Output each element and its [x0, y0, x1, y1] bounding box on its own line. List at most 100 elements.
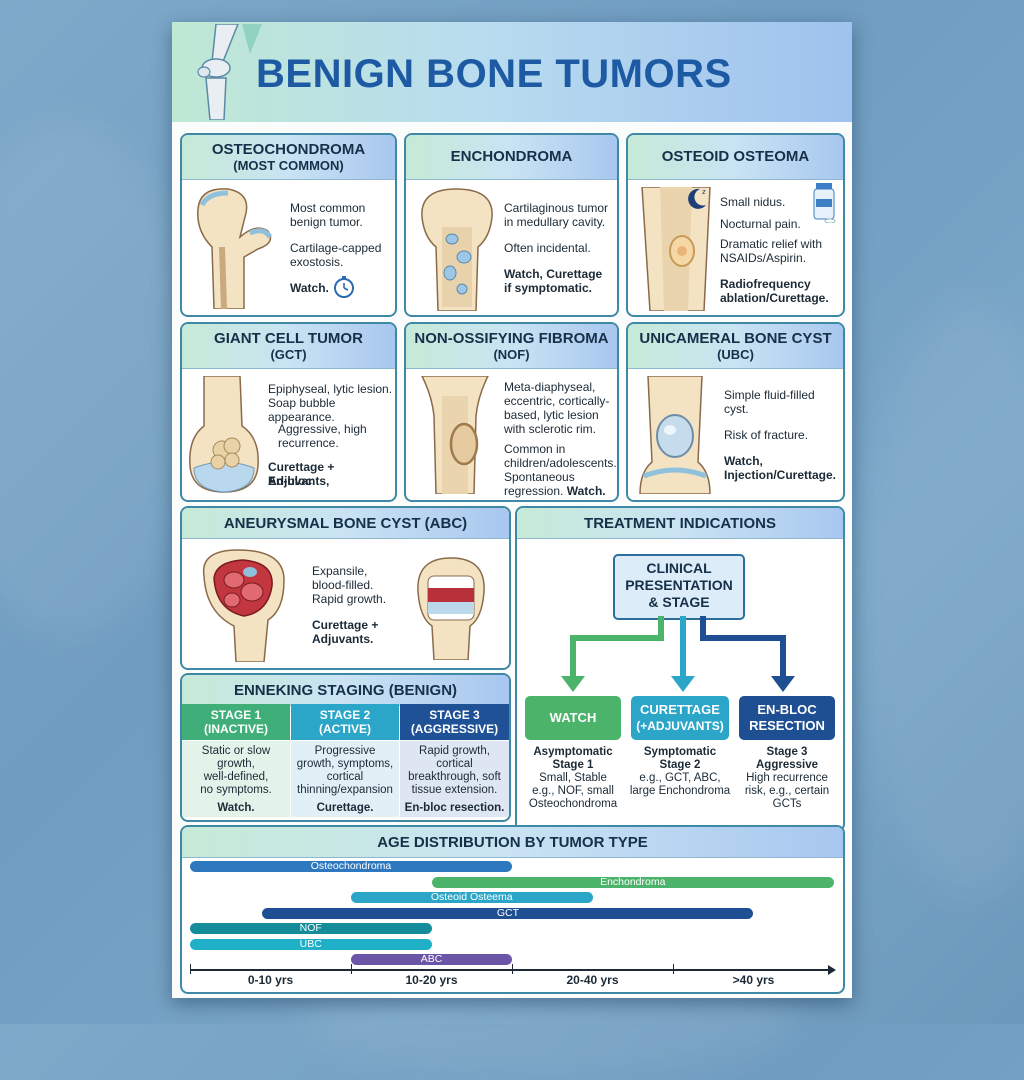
curettage-button: CURETTAGE (+ADJUVANTS): [631, 696, 729, 740]
stage-text: cortical: [436, 758, 473, 770]
desc-line: Small, Stable: [539, 772, 607, 784]
card-text: in medullary cavity.: [504, 215, 606, 229]
card-subtitle: (UBC): [717, 347, 754, 362]
clinical-line: PRESENTATION: [625, 577, 733, 593]
card-title: UNICAMERAL BONE CYST: [639, 330, 832, 347]
tick-label: >40 yrs: [732, 973, 775, 987]
card-text: based, lytic lesion: [504, 408, 599, 422]
desc-line: GCTs: [772, 798, 802, 810]
stage-sublabel: (INACTIVE): [204, 722, 268, 736]
card-giant-cell-tumor: GIANT CELL TUMOR (GCT) Epiphyseal, lytic…: [180, 322, 397, 502]
card-text: Epiphyseal, lytic lesion.: [268, 382, 393, 396]
chart-axis: [190, 969, 832, 971]
stage-text: well-defined,: [203, 771, 269, 783]
flow-arrows: [561, 616, 795, 692]
card-title: OSTEOCHONDROMA: [211, 141, 366, 158]
chart-title: AGE DISTRIBUTION BY TUMOR TYPE: [377, 834, 648, 851]
card-text: NSAIDs/Aspirin.: [720, 251, 807, 265]
desc-line: High recurrence: [746, 772, 828, 784]
desc-line: Osteochondroma: [528, 798, 618, 810]
desc-line: Aggressive: [755, 759, 818, 771]
tick-mark: [190, 964, 191, 974]
card-action: Watch,: [724, 454, 763, 468]
card-action: Watch.: [566, 484, 606, 498]
stage-action: En-bloc resection.: [404, 802, 505, 814]
tick-label: 10-20 yrs: [405, 973, 458, 987]
pill-bottle-icon: [813, 183, 836, 223]
desc-line: risk, e.g., certain: [744, 785, 830, 797]
card-text: Risk of fracture.: [724, 428, 809, 442]
watch-description: Asymptomatic Stage 1 Small, Stable e.g.,…: [521, 746, 625, 811]
stage-3-header: STAGE 3 (AGGRESSIVE): [400, 704, 509, 740]
card-text: blood-filled.: [312, 578, 374, 592]
card-treatment-indications: TREATMENT INDICATIONS CLINICAL PRESENTAT…: [515, 506, 845, 832]
option-sublabel: (+ADJUVANTS): [636, 719, 724, 733]
card-action: Adjuvants.: [312, 632, 374, 646]
en-bloc-button: EN-BLOC RESECTION: [739, 696, 835, 740]
tick-mark: [512, 964, 513, 974]
card-text: Expansile,: [312, 564, 368, 578]
clinical-line: CLINICAL: [646, 560, 712, 576]
stopwatch-icon: [334, 276, 354, 298]
card-title: NON-OSSIFYING FIBROMA: [414, 330, 609, 347]
gct-illustration: [189, 376, 259, 493]
card-text: Spontaneous: [504, 470, 575, 484]
card-text: regression.: [504, 484, 564, 498]
age-bar-nof: NOF: [190, 923, 432, 934]
stage-1-body: Static or slow growth, well-defined, no …: [182, 741, 290, 817]
card-text: exostosis.: [290, 255, 344, 269]
stage-text: Rapid growth,: [419, 745, 490, 757]
card-text: Common in: [504, 442, 566, 456]
card-action: ablation/Curettage.: [720, 291, 829, 305]
stage-label: STAGE 3: [429, 708, 480, 722]
age-bar-ubc: UBC: [190, 938, 432, 950]
age-bar-gct: GCT: [262, 907, 754, 919]
desc-line: Stage 2: [659, 759, 701, 771]
stage-action: Curettage.: [316, 802, 374, 814]
axis-arrow: [828, 965, 836, 975]
stage-text: growth, symptoms,: [296, 758, 394, 770]
card-action: Watch.: [290, 281, 329, 295]
desc-line: Stage 1: [552, 759, 594, 771]
page-title: BENIGN BONE TUMORS: [256, 52, 732, 96]
card-title: GIANT CELL TUMOR: [214, 330, 363, 347]
stage-text: thinning/expansion: [297, 784, 393, 796]
card-action: Curettage +: [312, 618, 379, 632]
card-text: with sclerotic rim.: [504, 422, 597, 436]
card-subtitle: (MOST COMMON): [233, 158, 344, 173]
stage-1-header: STAGE 1 (INACTIVE): [182, 704, 290, 740]
clinical-line: & STAGE: [648, 594, 710, 610]
tick-label: 0-10 yrs: [247, 973, 294, 987]
card-text: recurrence.: [278, 436, 339, 450]
card-aneurysmal-bone-cyst: ANEURYSMAL BONE CYST (ABC) Expansile, bl…: [180, 506, 511, 670]
desc-line: e.g., NOF, small: [532, 785, 614, 797]
card-text: eccentric, cortically-: [504, 394, 610, 408]
option-label: EN-BLOC: [757, 702, 817, 717]
card-text: Cartilaginous tumor: [504, 201, 609, 215]
card-text: Most common: [290, 201, 366, 215]
desc-line: large Enchondroma: [629, 785, 731, 797]
card-text: Small nidus.: [720, 195, 786, 209]
fluid-level-illustration: [417, 557, 485, 660]
card-enchondroma: ENCHONDROMA Cartilaginous tumor in medul…: [404, 133, 619, 317]
card-text: children/adolescents.: [504, 456, 617, 470]
age-bar-osteochondroma: Osteochondroma: [190, 861, 512, 872]
tick-mark: [351, 964, 352, 974]
osteoid-osteoma-illustration: [641, 187, 711, 311]
option-label: WATCH: [549, 710, 597, 725]
card-text: Cartilage-capped: [290, 241, 382, 255]
ubc-illustration: [639, 376, 711, 494]
card-enneking-staging: ENNEKING STAGING (BENIGN) STAGE 1 (INACT…: [180, 673, 511, 822]
card-title: TREATMENT INDICATIONS: [584, 515, 776, 532]
card-age-distribution: AGE DISTRIBUTION BY TUMOR TYPE Osteochon…: [180, 825, 845, 994]
stage-text: tissue extension.: [411, 784, 498, 796]
en-bloc-description: Stage 3 Aggressive High recurrence risk,…: [735, 746, 839, 811]
moon-icon: z: [688, 188, 706, 209]
stage-text: Progressive: [314, 745, 376, 757]
enchondroma-illustration: [421, 188, 493, 311]
stage-2-body: Progressive growth, symptoms, cortical t…: [291, 741, 399, 817]
osteochondroma-illustration: [197, 188, 273, 309]
stage-3-body: Rapid growth, cortical breakthrough, sof…: [400, 741, 509, 817]
card-title: ANEURYSMAL BONE CYST (ABC): [223, 515, 468, 532]
desc-line: e.g., GCT, ABC,: [639, 772, 721, 784]
